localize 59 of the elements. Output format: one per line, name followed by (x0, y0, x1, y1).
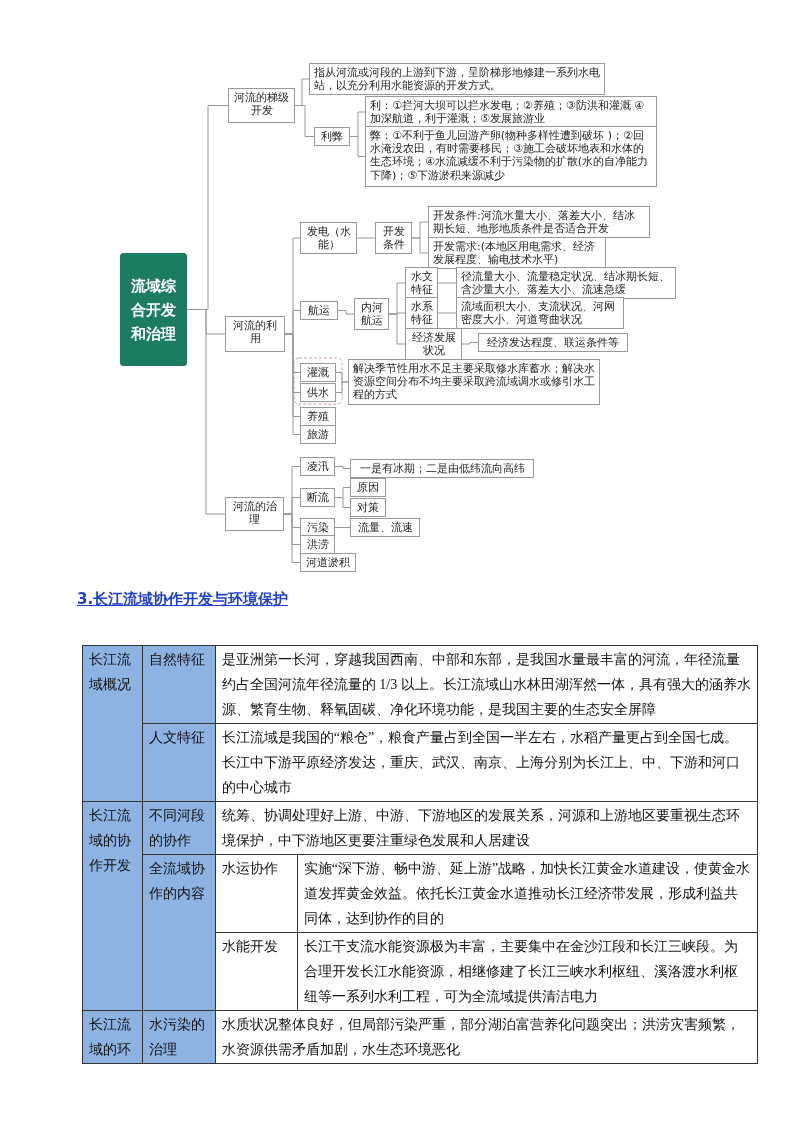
connector-line (388, 313, 406, 345)
topic-box: 流域综合开发和治理 (120, 253, 187, 366)
concept-box: 利：①拦河大坝可以拦水发电；②养殖；③防洪和灌溉 ④加深航道，利于灌溉；⑤发展旅游业 (365, 96, 657, 129)
concept-box: 供水 (300, 383, 336, 403)
connector-line (337, 310, 355, 315)
concept-box: 灌溉 (300, 363, 336, 383)
concept-box: 对策 (350, 498, 386, 518)
concept-box: 内河航运 (354, 298, 389, 331)
table-cell: 实施“深下游、畅中游、延上游”战略，加快长江黄金水道建设，使黄金水道发挥黄金效益。依托长江黄金水道推动长江经济带发展，形成利益共同体，达到协作的目的 (297, 854, 758, 933)
section-heading: 3.长江流域协作开发与环境保护 (77, 590, 289, 609)
connector-line (334, 466, 351, 469)
concept-box: 养殖 (300, 407, 336, 427)
header-cell: 自然特征 (142, 645, 216, 724)
concept-box: 经济发展状况 (405, 328, 462, 361)
concept-box: 开发条件:河流水量大小、落差大小、结冰期长短、地形地质条件是否适合开发 (428, 206, 650, 239)
concept-box: 指从河流或河段的上游到下游，呈阶梯形地修建一系列水电站，以充分利用水能资源的开发方式。 (309, 63, 605, 96)
concept-box: 经济发达程度、联运条件等 (478, 333, 628, 353)
header-cell: 长江流域的协作开发 (82, 801, 143, 1011)
concept-box: 河道淤积 (300, 553, 356, 573)
table-cell: 水质状况整体良好，但局部污染严重，部分湖泊富营养化问题突出；洪涝灾害频繁，水资源供需矛盾加剧，水生态环境恶化 (215, 1010, 758, 1064)
concept-box: 流量、流速 (350, 518, 420, 538)
concept-box: 解决季节性用水不足主要采取修水库蓄水；解决水资源空间分布不均主要采取跨流域调水或修引水工程的方式 (348, 359, 600, 405)
concept-box: 凌汛 (300, 457, 335, 477)
connector-line (461, 342, 479, 345)
concept-box: 水系特征 (405, 297, 438, 330)
header-cell: 人文特征 (142, 723, 216, 802)
header-cell: 长江流域概况 (82, 645, 143, 802)
concept-box: 径流量大小、流量稳定状况、结冰期长短、含沙量大小、落差大小、流速急缓 (456, 267, 676, 300)
table-cell: 水运协作 (215, 854, 298, 933)
concept-box: 利弊 (314, 127, 350, 147)
concept-box: 旅游 (300, 425, 336, 445)
concept-box: 发电（水能） (300, 222, 357, 255)
concept-box: 河流的梯级开发 (228, 88, 295, 123)
header-cell: 全流域协作的内容 (142, 854, 216, 1011)
concept-box: 开发条件 (375, 222, 412, 255)
connector-line (356, 237, 376, 239)
concept-box: 流域面积大小、支流状况、河网密度大小、河道弯曲状况 (456, 297, 624, 330)
header-cell: 水污染的治理 (142, 1010, 216, 1064)
concept-box: 断流 (300, 488, 335, 508)
table-cell: 长江流域是我国的“粮仓”，粮食产量占到全国一半左右，水稻产量更占到全国七成。长江中下游平原经济发达，重庆、武汉、南京、上海分别为长江上、中、下游和河口的中心城市 (215, 723, 758, 802)
connector-line (335, 381, 349, 393)
connector-line (437, 282, 457, 284)
concept-box: 河流的治理 (225, 497, 284, 531)
concept-box: 水文特征 (405, 267, 438, 300)
table-cell: 统筹、协调处理好上游、中游、下游地区的发展关系，河源和上游地区要重视生态环境保护，中下游地区更要注重绿色发展和人居建设 (215, 801, 758, 855)
concept-box: 一是有冰期；二是由低纬流向高纬 (350, 459, 534, 479)
concept-box: 航运 (300, 301, 338, 321)
concept-box: 原因 (350, 478, 386, 498)
connector-line (437, 312, 457, 314)
concept-box: 开发需求:(本地区用电需求、经济发展程度、输电技术水平) (428, 237, 606, 270)
connector-line (411, 237, 429, 254)
table-cell: 水能开发 (215, 932, 298, 1011)
header-cell: 长江流域的环 (82, 1010, 143, 1064)
table-cell: 长江干支流水能资源极为丰富，主要集中在金沙江段和长江三峡段。为合理开发长江水能资源，相继修建了长江三峡水利枢纽、溪洛渡水利枢纽等一系列水利工程，可为全流域提供清洁电力 (297, 932, 758, 1011)
concept-box: 河流的利用 (225, 316, 285, 352)
header-cell: 不同河段的协作 (142, 801, 216, 855)
table-cell: 是亚洲第一长河，穿越我国西南、中部和东部，是我国水量最丰富的河流，年径流量约占全国河流年径流量的 1/3 以上。长江流域山水林田湖浑然一体，具有强大的涵养水源、繁育生物、释氧固碳、净化环境功能，是我国主要的生态安全屏障 (215, 645, 758, 724)
connector-line (334, 527, 351, 528)
concept-box: 弊：①不利于鱼儿回游产卵(物种多样性遭到破坏 )；②回水淹没农田，有时需要移民；③施工会破坏地表和水体的生态环境；④水流减缓不利于污染物的扩散(水的自净能力下降)；⑤下游淤积来源减少 (365, 126, 657, 187)
